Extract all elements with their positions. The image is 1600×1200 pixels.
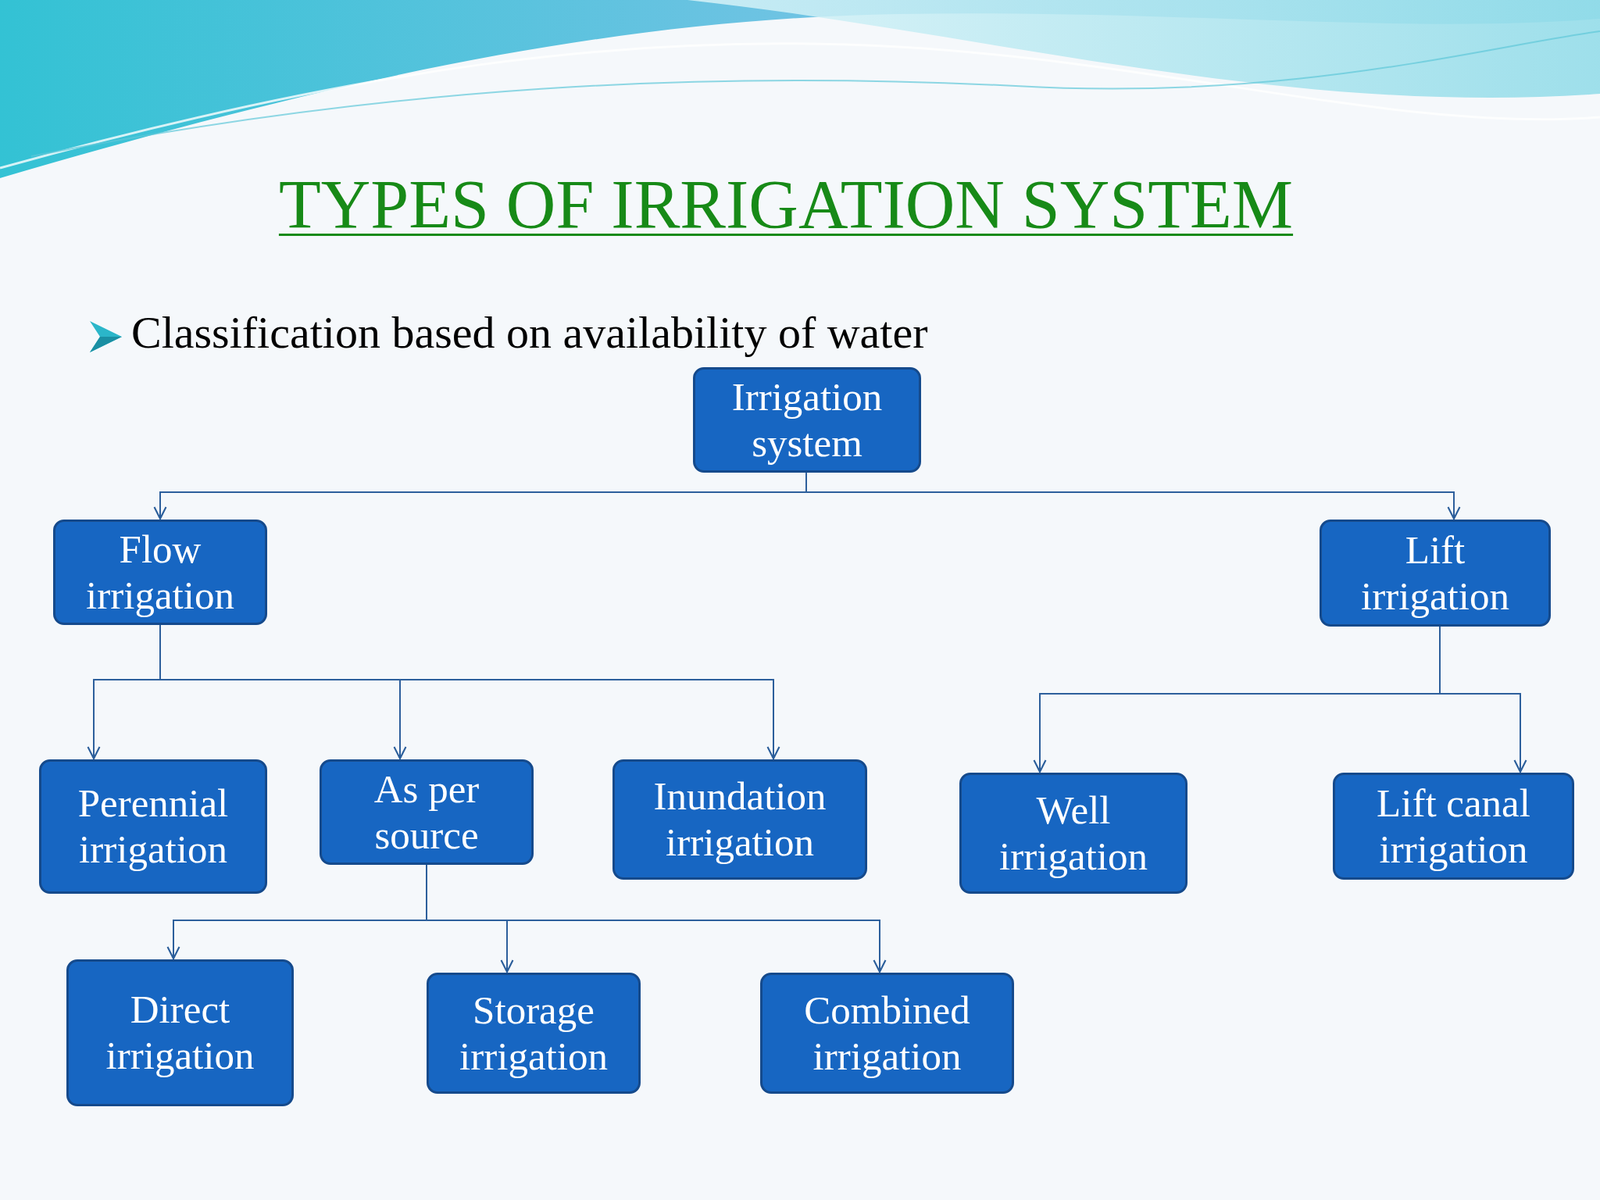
bullet-arrow	[89, 321, 122, 353]
box-label: Lift canal irrigation	[1342, 780, 1565, 872]
process-box: Lift irrigation	[1319, 519, 1551, 627]
slide-title: TYPES OF IRRIGATION SYSTEM	[278, 167, 1293, 243]
process-box: As per source	[319, 759, 534, 865]
box-label: Irrigation system	[703, 374, 911, 466]
process-box: Lift canal irrigation	[1332, 772, 1575, 880]
process-box: Flow irrigation	[53, 519, 268, 625]
connector-arrow	[160, 625, 774, 759]
process-box: Irrigation system	[692, 367, 922, 473]
process-box: Inundation irrigation	[612, 759, 868, 880]
process-box: Combined irrigation	[760, 972, 1015, 1094]
process-box: Storage irrigation	[426, 972, 641, 1094]
box-label: As per source	[329, 766, 524, 858]
box-label: Lift irrigation	[1329, 527, 1541, 619]
wave-line	[31, 31, 1600, 157]
box-label: Inundation irrigation	[622, 773, 858, 865]
top-wave-light	[687, 0, 1600, 98]
box-label: Flow irrigation	[63, 526, 258, 618]
process-box: Direct irrigation	[66, 959, 294, 1107]
connector-arrow	[806, 472, 1454, 519]
connector-arrow	[1039, 626, 1440, 772]
connector-arrow	[426, 864, 508, 972]
box-label: Storage irrigation	[436, 987, 631, 1079]
box-label: Well irrigation	[969, 787, 1178, 879]
connector-arrow	[1439, 626, 1521, 772]
connector-arrow	[93, 625, 161, 759]
process-box: Well irrigation	[959, 772, 1188, 894]
connector-arrow	[426, 864, 880, 972]
wave-line	[0, 43, 1600, 168]
box-label: Perennial irrigation	[49, 780, 258, 872]
connector-arrow	[160, 472, 807, 519]
process-box: Perennial irrigation	[39, 759, 268, 894]
connector-arrow	[160, 625, 400, 759]
bullet-text: Classification based on availability of …	[131, 307, 929, 358]
box-label: Combined irrigation	[770, 987, 1004, 1079]
bullet-arrow-shade	[89, 336, 122, 353]
box-label: Direct irrigation	[76, 986, 284, 1079]
top-wave	[0, 0, 1600, 179]
